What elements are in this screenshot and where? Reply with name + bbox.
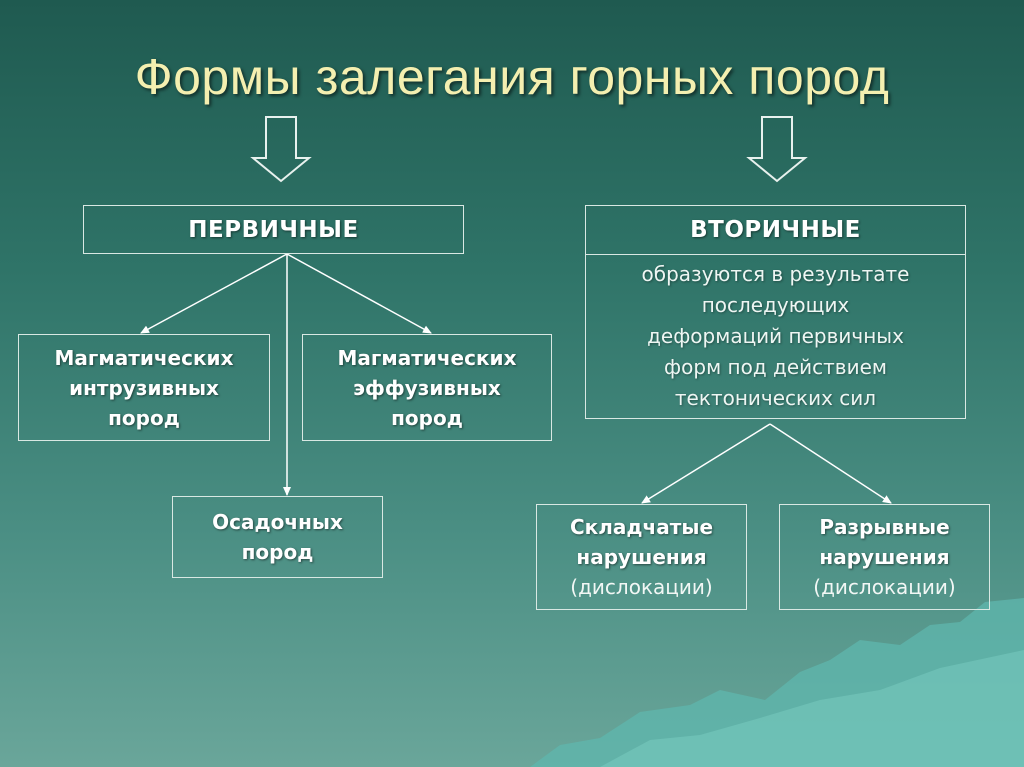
item-label: эффузивных xyxy=(353,375,501,400)
item-note: (дислокации) xyxy=(813,575,956,599)
description-line: образуются в результате xyxy=(641,262,910,286)
down-arrow-icon xyxy=(746,116,808,183)
item-label: пород xyxy=(108,405,180,430)
item-label: нарушения xyxy=(819,545,950,569)
item-label: пород xyxy=(241,540,314,564)
primary-item-sedimentary: Осадочных пород xyxy=(172,496,383,578)
primary-item-effusive: Магматических эффузивных пород xyxy=(302,334,552,441)
secondary-description-box: образуются в результате последующих дефо… xyxy=(585,254,966,419)
item-label: Магматических xyxy=(337,345,517,370)
mountain-decoration-light xyxy=(600,650,1024,767)
down-arrow-icon xyxy=(250,116,312,183)
description-line: тектонических сил xyxy=(674,386,877,410)
item-label: Складчатые xyxy=(569,515,714,539)
item-label: Магматических xyxy=(54,345,234,370)
item-label: Разрывные xyxy=(819,515,950,539)
item-label: пород xyxy=(391,405,463,430)
primary-item-intrusive: Магматических интрузивных пород xyxy=(18,334,270,441)
description-line: форм под действием xyxy=(664,355,887,379)
connector-arrow xyxy=(769,423,892,504)
item-label: нарушения xyxy=(576,545,707,569)
secondary-header: ВТОРИЧНЫЕ xyxy=(690,217,861,243)
secondary-header-box: ВТОРИЧНЫЕ xyxy=(585,205,966,254)
item-label: Осадочных xyxy=(212,510,343,534)
item-note: (дислокации) xyxy=(570,575,713,599)
secondary-item-folded: Складчатые нарушения (дислокации) xyxy=(536,504,747,610)
connector-arrow xyxy=(286,253,432,334)
mountain-decoration xyxy=(530,598,1024,767)
description-line: деформаций первичных xyxy=(647,324,904,348)
secondary-item-faulted: Разрывные нарушения (дислокации) xyxy=(779,504,990,610)
description-line: последующих xyxy=(701,293,850,317)
connector-arrow xyxy=(641,423,771,504)
primary-header: ПЕРВИЧНЫЕ xyxy=(188,216,359,243)
connector-arrow xyxy=(140,253,288,334)
item-label: интрузивных xyxy=(69,375,219,400)
primary-header-box: ПЕРВИЧНЫЕ xyxy=(83,205,464,254)
page-title: Формы залегания горных пород xyxy=(134,49,890,105)
